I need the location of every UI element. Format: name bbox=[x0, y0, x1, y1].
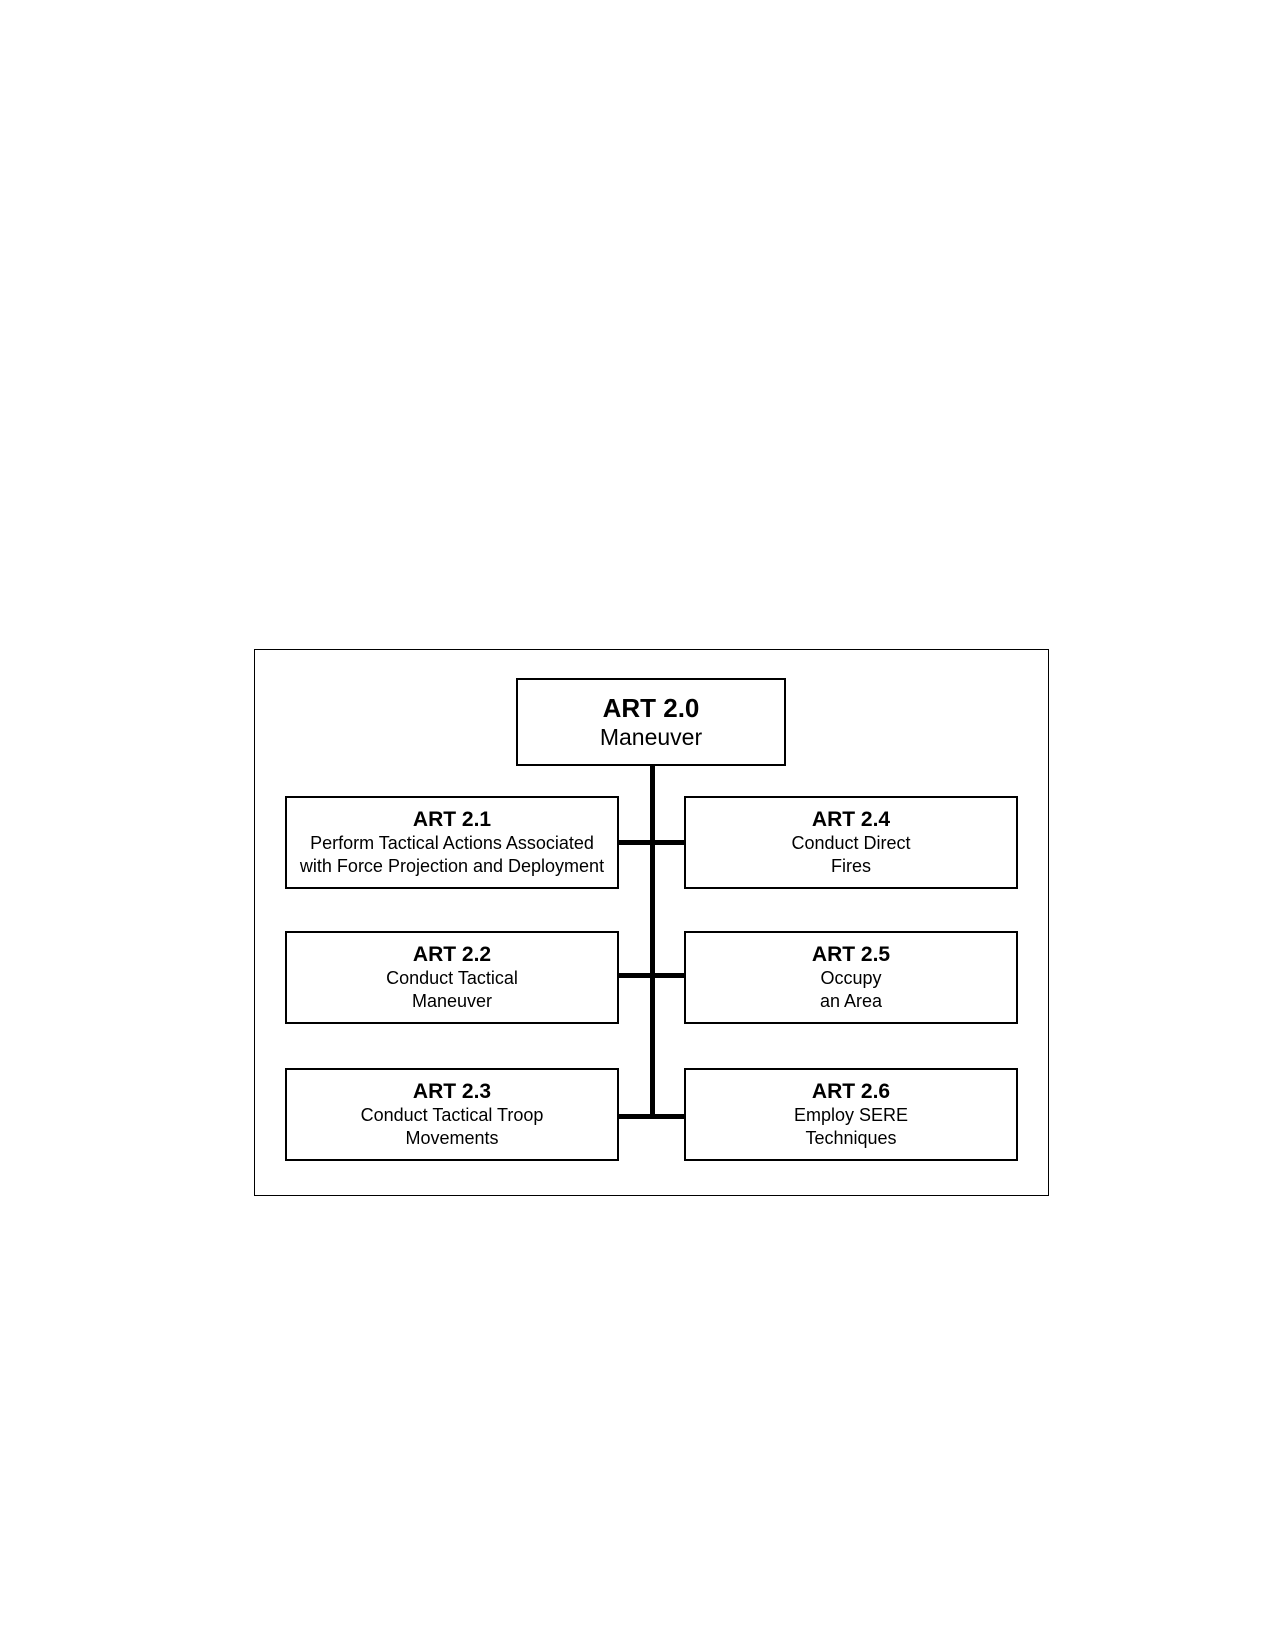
node-label-line: Conduct Tactical Troop bbox=[360, 1105, 544, 1125]
node-code: ART 2.3 bbox=[412, 1080, 492, 1103]
node-label-line: an Area bbox=[819, 991, 883, 1011]
node-art-2-1: ART 2.1 Perform Tactical Actions Associa… bbox=[285, 796, 619, 889]
node-label-line: Employ SERE bbox=[793, 1105, 909, 1125]
node-label-line: Perform Tactical Actions Associated bbox=[310, 833, 594, 853]
node-label-line: Maneuver bbox=[411, 991, 493, 1011]
node-art-2-6: ART 2.6 Employ SERE Techniques bbox=[684, 1068, 1018, 1161]
node-code: ART 2.6 bbox=[811, 1080, 891, 1103]
diagram-frame bbox=[254, 649, 1049, 1196]
node-label-line: Movements bbox=[405, 1128, 499, 1148]
trunk-line bbox=[650, 766, 655, 1118]
node-label-line: Conduct Direct bbox=[791, 833, 911, 853]
node-label-line: with Force Projection and Deployment bbox=[299, 856, 605, 876]
node-label-line: Fires bbox=[831, 856, 871, 876]
node-art-2-3: ART 2.3 Conduct Tactical Troop Movements bbox=[285, 1068, 619, 1161]
node-code: ART 2.4 bbox=[811, 808, 891, 831]
node-art-2-0: ART 2.0 Maneuver bbox=[516, 678, 786, 766]
node-art-2-5: ART 2.5 Occupy an Area bbox=[684, 931, 1018, 1024]
node-code: ART 2.0 bbox=[602, 692, 700, 723]
node-code: ART 2.2 bbox=[412, 943, 492, 966]
connector-row3 bbox=[618, 1114, 686, 1119]
node-label-line: Techniques bbox=[805, 1128, 897, 1148]
connector-row1 bbox=[618, 840, 686, 845]
connector-row2 bbox=[618, 973, 686, 978]
node-label: Maneuver bbox=[599, 723, 703, 750]
node-label-line: Conduct Tactical bbox=[386, 968, 518, 988]
node-art-2-4: ART 2.4 Conduct Direct Fires bbox=[684, 796, 1018, 889]
node-code: ART 2.5 bbox=[811, 943, 891, 966]
node-label-line: Occupy bbox=[820, 968, 882, 988]
node-art-2-2: ART 2.2 Conduct Tactical Maneuver bbox=[285, 931, 619, 1024]
node-code: ART 2.1 bbox=[412, 808, 492, 831]
